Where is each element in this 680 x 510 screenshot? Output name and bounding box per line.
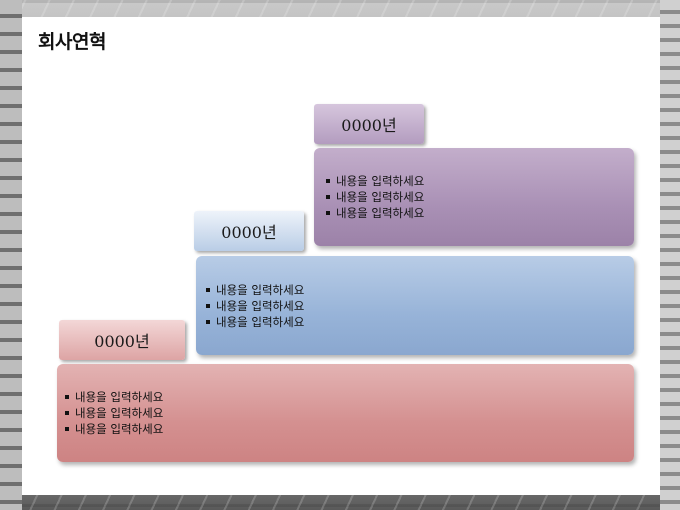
year-tab-middle: 0000년 bbox=[194, 211, 304, 251]
year-label: 0000년 bbox=[341, 116, 397, 135]
content-box-middle: 내용을 입력하세요 내용을 입력하세요 내용을 입력하세요 bbox=[196, 256, 634, 355]
list-item: 내용을 입력하세요 bbox=[65, 389, 634, 405]
content-list: 내용을 입력하세요 내용을 입력하세요 내용을 입력하세요 bbox=[206, 282, 634, 330]
bullet-icon bbox=[326, 195, 330, 199]
list-item: 내용을 입력하세요 bbox=[65, 421, 634, 437]
page-title: 회사연혁 bbox=[38, 31, 106, 53]
bullet-icon bbox=[326, 179, 330, 183]
list-item: 내용을 입력하세요 bbox=[65, 405, 634, 421]
background-right-strip bbox=[660, 0, 680, 510]
bullet-icon bbox=[65, 427, 69, 431]
background-left-strip bbox=[0, 0, 22, 510]
bullet-icon bbox=[65, 395, 69, 399]
bullet-icon bbox=[206, 319, 210, 324]
list-item: 내용을 입력하세요 bbox=[326, 189, 634, 205]
list-item: 내용을 입력하세요 bbox=[206, 298, 634, 314]
bullet-icon bbox=[65, 411, 69, 415]
list-item: 내용을 입력하세요 bbox=[206, 314, 634, 330]
year-label: 0000년 bbox=[221, 223, 277, 242]
year-tab-top: 0000년 bbox=[314, 104, 424, 144]
list-item: 내용을 입력하세요 bbox=[326, 205, 634, 221]
year-tab-bottom: 0000년 bbox=[59, 320, 185, 360]
bullet-icon bbox=[206, 303, 210, 308]
list-item: 내용을 입력하세요 bbox=[326, 173, 634, 189]
year-label: 0000년 bbox=[94, 332, 150, 351]
bullet-icon bbox=[206, 287, 210, 292]
content-box-bottom: 내용을 입력하세요 내용을 입력하세요 내용을 입력하세요 bbox=[57, 364, 634, 462]
content-box-top: 내용을 입력하세요 내용을 입력하세요 내용을 입력하세요 bbox=[314, 148, 634, 246]
list-item: 내용을 입력하세요 bbox=[206, 282, 634, 298]
bullet-icon bbox=[326, 211, 330, 215]
content-list: 내용을 입력하세요 내용을 입력하세요 내용을 입력하세요 bbox=[326, 173, 634, 221]
content-list: 내용을 입력하세요 내용을 입력하세요 내용을 입력하세요 bbox=[65, 389, 634, 437]
